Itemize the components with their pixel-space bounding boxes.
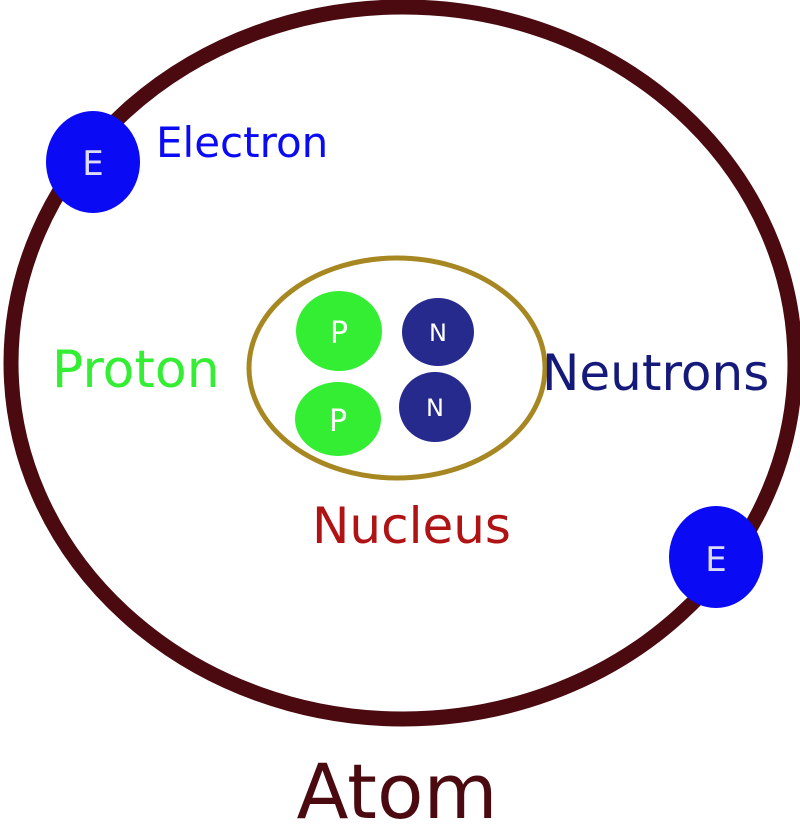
electron-letter: E bbox=[705, 540, 726, 580]
proton-bottom: P bbox=[295, 382, 381, 456]
proton-letter: P bbox=[329, 404, 347, 439]
electron-top-left: E bbox=[46, 111, 140, 213]
proton-particle bbox=[295, 382, 381, 456]
diagram-title: Atom bbox=[297, 747, 498, 828]
electron-particle bbox=[669, 506, 763, 608]
proton-letter: P bbox=[330, 316, 348, 351]
neutron-letter: N bbox=[426, 394, 444, 422]
neutron-particle bbox=[399, 372, 471, 442]
proton-label: Proton bbox=[52, 340, 220, 400]
electron-label: Electron bbox=[156, 118, 328, 167]
neutron-bottom: N bbox=[399, 372, 471, 442]
neutron-top: N bbox=[402, 298, 474, 366]
proton-particle bbox=[296, 291, 382, 371]
neutrons-label: Neutrons bbox=[542, 344, 769, 402]
nucleus-boundary bbox=[246, 255, 548, 481]
nucleus-label: Nucleus bbox=[312, 497, 511, 555]
electron-orbit bbox=[3, 0, 800, 727]
electron-letter: E bbox=[82, 144, 103, 184]
proton-top: P bbox=[296, 291, 382, 371]
neutron-particle bbox=[402, 298, 474, 366]
electron-bottom-right: E bbox=[669, 506, 763, 608]
electron-particle bbox=[46, 111, 140, 213]
neutron-letter: N bbox=[429, 319, 447, 347]
